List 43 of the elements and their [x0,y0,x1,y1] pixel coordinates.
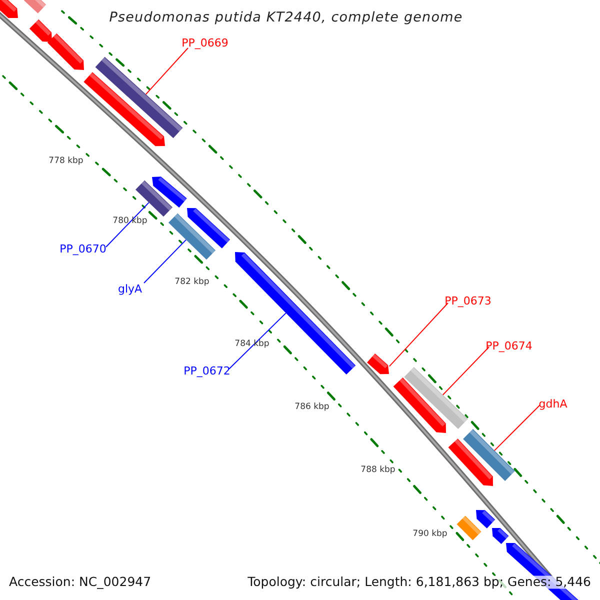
leader-line [106,202,150,248]
gene-bar [463,429,515,481]
gene-bar [492,528,509,544]
gene-bar [24,0,46,14]
gene-label: PP_0674 [486,340,532,352]
gene-bar [404,366,468,430]
gene-bar [187,208,230,248]
gene-label: PP_0669 [182,38,228,48]
scale-label: 786 kbp [294,402,330,412]
title: Pseudomonas putida KT2440, complete genome [109,11,463,25]
genome-info: Accession: NC_002947 [9,576,152,588]
leader-line [144,239,187,284]
leader-line [145,48,188,95]
scale-label: 788 kbp [360,466,396,474]
gene-bar [84,72,165,146]
gene-bar [136,180,172,217]
scale-label: 790 kbp [412,530,448,538]
gene-bar [152,176,187,208]
gene-bar [0,0,18,18]
scale-label: 782 kbp [174,278,210,286]
scale-label: 780 kbp [112,216,148,226]
gene-bar [367,354,389,374]
gene-label: PP_0670 [60,244,106,254]
scale-label: 784 kbp [234,340,270,348]
gene-bar [168,213,216,260]
genome-info: Topology: circular; Length: 6,181,863 bp; Genes: 5,446 [248,576,591,588]
leader-line [228,312,286,370]
gene-label: glyA [118,284,142,294]
gene-bar [476,510,496,528]
gene-label: gdhA [538,398,568,410]
gene-bar [47,33,84,70]
gene-bar [456,516,482,540]
gene-bar [235,252,356,375]
gene-bar [448,438,493,486]
leader-line [442,346,490,396]
gene-bar [393,378,446,433]
leader-line [388,302,448,367]
leader-line [494,404,540,452]
scale-label: 778 kbp [48,156,84,166]
gene-label: PP_0673 [444,296,492,306]
gene-label: PP_0672 [184,366,230,376]
gene-bar [95,56,183,138]
gene-bar [29,19,52,42]
